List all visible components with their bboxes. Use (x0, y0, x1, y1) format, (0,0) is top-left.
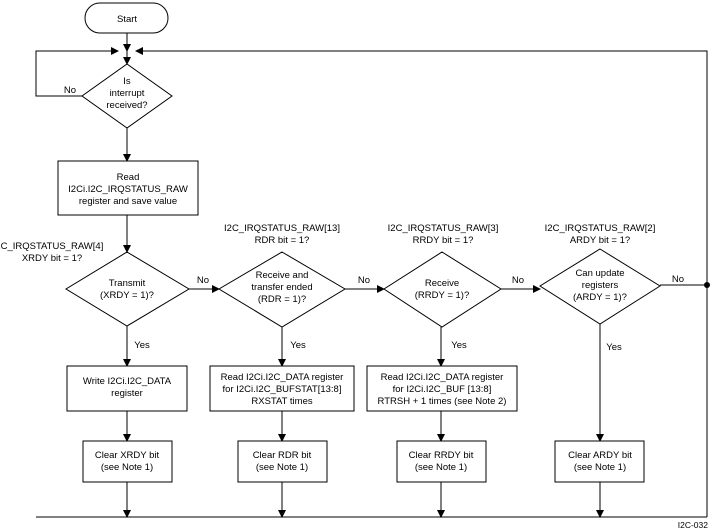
ardy-no-label: No (672, 274, 684, 285)
ardy-line-1: Can update (575, 268, 624, 279)
transmit-line-2: (XRDY = 1)? (100, 290, 154, 301)
clear-xrdy-line-1: Clear XRDY bit (95, 450, 160, 461)
rrdy-no-label: No (512, 275, 524, 286)
read-status-box: Read I2Ci.I2C_IRQSTATUS_RAW register and… (57, 160, 199, 216)
write-data-line-1: Write I2Ci.I2C_DATA (83, 376, 172, 387)
xrdy-status-line-1: I2C_IRQSTATUS_RAW[4] (0, 241, 103, 252)
transmit-no-label: No (197, 275, 209, 286)
clear-rrdy-box: Clear RRDY bit (see Note 1) (396, 440, 487, 483)
read-rdr-box: Read I2Ci.I2C_DATA register for I2Ci.I2C… (209, 365, 355, 412)
clear-ardy-line-2: (see Note 1) (574, 462, 626, 473)
read-rdr-line-1: Read I2Ci.I2C_DATA register (221, 372, 344, 383)
rrdy-status-line-1: I2C_IRQSTATUS_RAW[3] (388, 223, 499, 234)
ardy-line-3: (ARDY = 1)? (573, 292, 627, 303)
read-rrdy-line-2: for I2Ci.I2C_BUF [13:8] (393, 384, 492, 395)
read-rrdy-line-1: Read I2Ci.I2C_DATA register (381, 372, 504, 383)
interrupt-decision: Is interrupt received? (81, 63, 173, 129)
ardy-yes-label: Yes (606, 342, 622, 353)
transmit-decision: Transmit (XRDY = 1)? (65, 251, 190, 327)
read-status-line-3: register and save value (79, 196, 177, 207)
connector-no-interrupt-loop (35, 47, 119, 97)
read-rrdy-box: Read I2Ci.I2C_DATA register for I2Ci.I2C… (366, 365, 518, 412)
rrdy-status-line-2: RRDY bit = 1? (413, 235, 474, 246)
read-status-line-2: I2Ci.I2C_IRQSTATUS_RAW (68, 184, 188, 195)
rdr-status-line-2: RDR bit = 1? (255, 235, 310, 246)
read-rrdy-line-3: RTRSH + 1 times (see Note 2) (378, 396, 507, 407)
rdr-line-2: transfer ended (251, 282, 312, 293)
interrupt-line-1: Is (123, 76, 131, 87)
rdr-status-line-1: I2C_IRQSTATUS_RAW[13] (224, 223, 340, 234)
read-rdr-line-2: for I2Ci.I2C_BUFSTAT[13:8] (223, 384, 342, 395)
interrupt-no-label: No (64, 85, 76, 96)
clear-rdr-box: Clear RDR bit (see Note 1) (237, 440, 328, 483)
interrupt-line-3: received? (106, 100, 147, 111)
transmit-line-1: Transmit (109, 278, 146, 289)
rrdy-line-2: (RRDY = 1)? (415, 290, 469, 301)
connector-return-top (135, 47, 708, 285)
clear-xrdy-box: Clear XRDY bit (see Note 1) (82, 440, 173, 483)
ardy-status-line-1: I2C_IRQSTATUS_RAW[2] (545, 223, 656, 234)
write-data-line-2: register (111, 388, 143, 399)
interrupt-line-2: interrupt (110, 88, 145, 99)
clear-ardy-box: Clear ARDY bit (see Note 1) (554, 440, 645, 483)
clear-xrdy-line-2: (see Note 1) (101, 462, 153, 473)
connectors (35, 33, 710, 518)
figure-id: I2C-032 (678, 520, 709, 530)
rdr-decision: Receive and transfer ended (RDR = 1)? (218, 251, 346, 328)
transmit-yes-label: Yes (134, 340, 150, 351)
rdr-line-3: (RDR = 1)? (258, 294, 306, 305)
read-rdr-line-3: RXSTAT times (251, 396, 312, 407)
clear-rdr-line-1: Clear RDR bit (253, 450, 312, 461)
clear-rdr-line-2: (see Note 1) (256, 462, 308, 473)
rdr-no-label: No (358, 275, 370, 286)
clear-rrdy-line-1: Clear RRDY bit (409, 450, 474, 461)
start-terminator: Start (84, 2, 169, 34)
start-label: Start (117, 14, 137, 25)
ardy-line-2: registers (582, 280, 619, 291)
rrdy-line-1: Receive (425, 278, 459, 289)
ardy-status-line-2: ARDY bit = 1? (570, 235, 630, 246)
junction-dot (704, 282, 710, 288)
rdr-yes-label: Yes (290, 340, 306, 351)
ardy-decision: Can update registers (ARDY = 1)? (539, 248, 661, 325)
rrdy-yes-label: Yes (451, 340, 467, 351)
clear-ardy-line-1: Clear ARDY bit (568, 450, 632, 461)
read-status-line-1: Read (117, 172, 140, 183)
rdr-line-1: Receive and (256, 270, 309, 281)
rrdy-decision: Receive (RRDY = 1)? (383, 251, 502, 328)
clear-rrdy-line-2: (see Note 1) (415, 462, 467, 473)
write-data-box: Write I2Ci.I2C_DATA register (66, 365, 188, 412)
xrdy-status-line-2: XRDY bit = 1? (22, 253, 82, 264)
